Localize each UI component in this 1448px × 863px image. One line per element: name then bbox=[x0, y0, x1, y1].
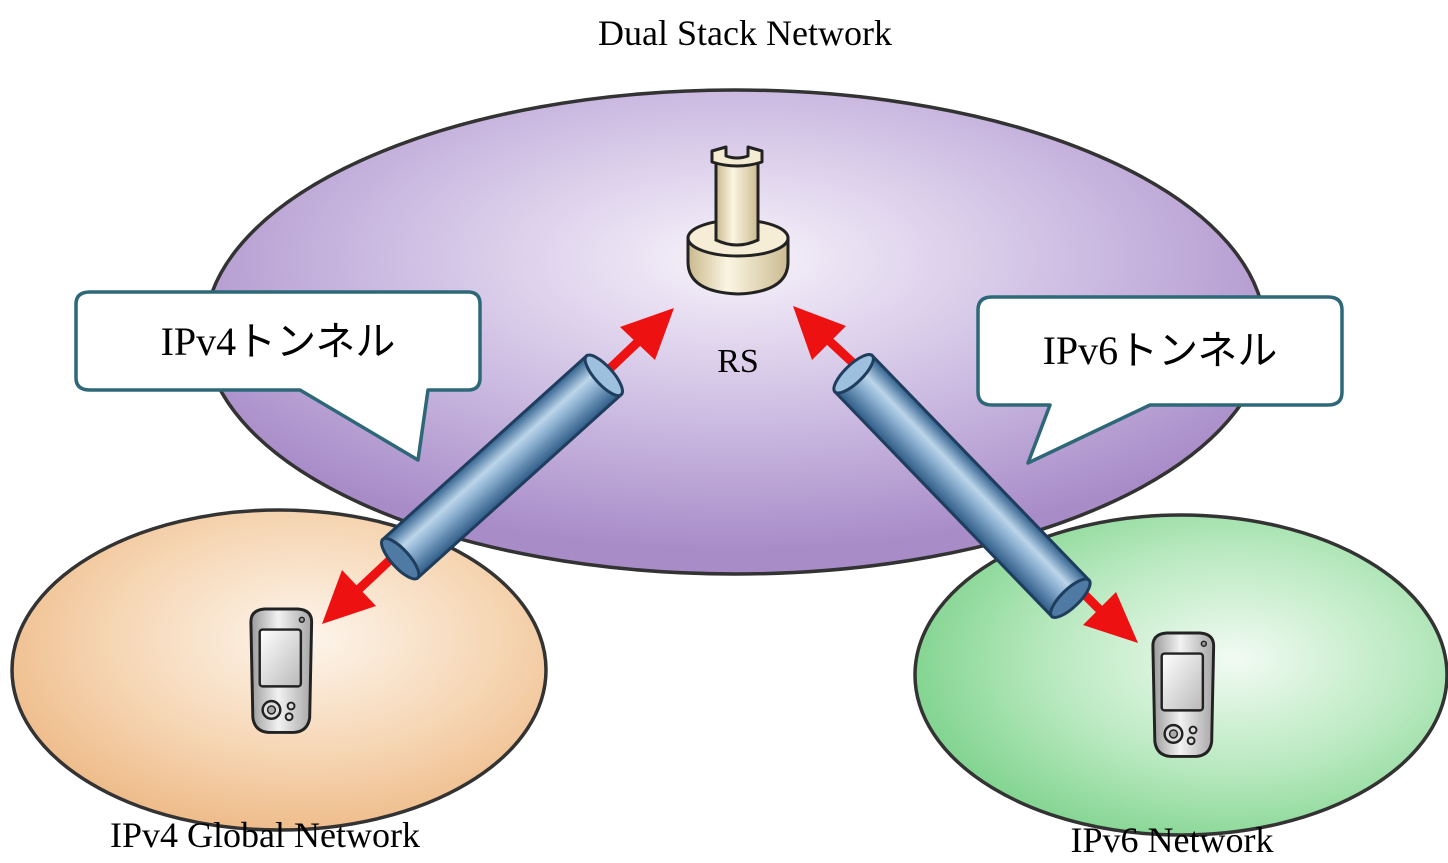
ipv4-pda-device-icon bbox=[249, 607, 314, 734]
dual-stack-network-label: Dual Stack Network bbox=[598, 13, 892, 53]
ipv4-network-label: IPv4 Global Network bbox=[110, 815, 420, 855]
ipv6-pda-device-icon bbox=[1151, 631, 1216, 758]
ipv4-tunnel-callout: IPv4トンネル bbox=[74, 290, 482, 462]
ipv6-tunnel-callout: IPv6トンネル bbox=[976, 295, 1344, 465]
ipv6-tunnel-callout-text: IPv6トンネル bbox=[1043, 328, 1278, 373]
ipv6-network-label: IPv6 Network bbox=[1071, 820, 1274, 860]
server-icon bbox=[686, 145, 790, 296]
server-label: RS bbox=[717, 343, 759, 380]
ipv6-tunnel bbox=[832, 353, 1092, 619]
ipv4-tunnel bbox=[380, 353, 624, 581]
ipv4-tunnel-callout-text: IPv4トンネル bbox=[161, 319, 396, 364]
